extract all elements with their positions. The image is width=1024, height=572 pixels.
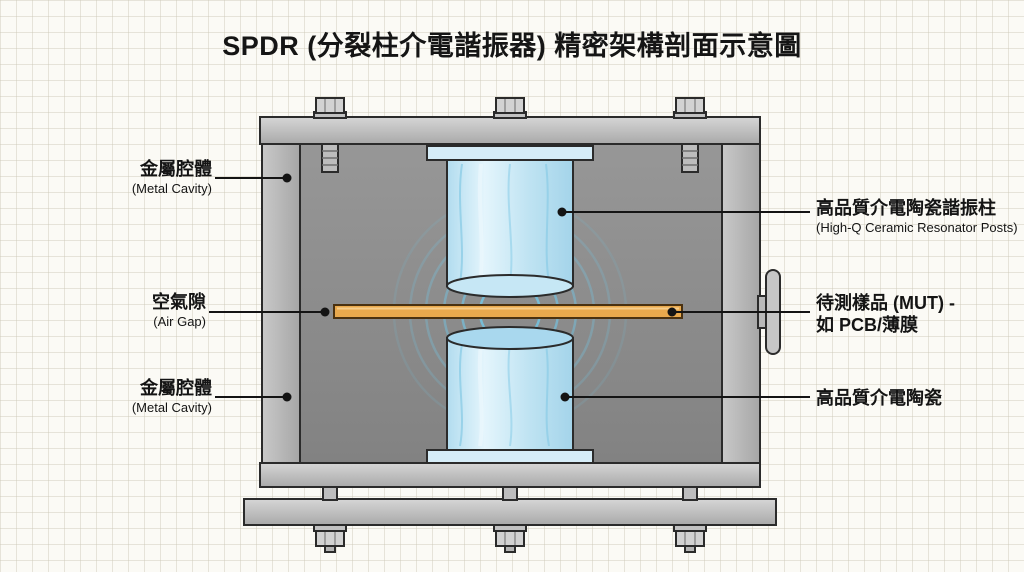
label-metal-cavity-bottom: 金屬腔體 (Metal Cavity) xyxy=(132,377,212,416)
label-metal-cavity-top: 金屬腔體 (Metal Cavity) xyxy=(132,158,212,197)
label-metal-cavity-top-en: (Metal Cavity) xyxy=(131,181,212,196)
label-ceramic-bottom-zh: 高品質介電陶瓷 xyxy=(816,388,942,408)
label-air-gap: 空氣隙 (Air Gap) xyxy=(152,291,206,330)
label-metal-cavity-bottom-en: (Metal Cavity) xyxy=(131,400,212,415)
callout-lines xyxy=(209,173,810,402)
label-resonator-posts-en: (High-Q Ceramic Resonator Posts) xyxy=(816,220,1018,235)
page-title: SPDR (分裂柱介電諧振器) 精密架構剖面示意圖 xyxy=(222,31,802,61)
ceramic-post-top xyxy=(426,145,594,298)
label-resonator-posts-zh: 高品質介電陶瓷諧振柱 xyxy=(816,198,996,218)
label-sample-mut-line2: 如 PCB/薄膜 xyxy=(816,315,919,335)
label-sample-mut-line1: 待測樣品 (MUT) - xyxy=(816,293,955,313)
label-air-gap-en: (Air Gap) xyxy=(153,314,206,329)
label-metal-cavity-bottom-zh: 金屬腔體 xyxy=(140,378,212,398)
sample-mut xyxy=(333,304,683,319)
label-metal-cavity-top-zh: 金屬腔體 xyxy=(140,159,212,179)
label-sample-mut: 待測樣品 (MUT) - 如 PCB/薄膜 xyxy=(816,292,1016,336)
label-resonator-posts: 高品質介電陶瓷諧振柱 (High-Q Ceramic Resonator Pos… xyxy=(816,197,1024,236)
label-air-gap-zh: 空氣隙 xyxy=(152,292,206,312)
label-ceramic-bottom: 高品質介電陶瓷 xyxy=(816,387,942,409)
metal-cavity-structure xyxy=(243,116,781,526)
ceramic-post-bottom xyxy=(426,326,594,464)
